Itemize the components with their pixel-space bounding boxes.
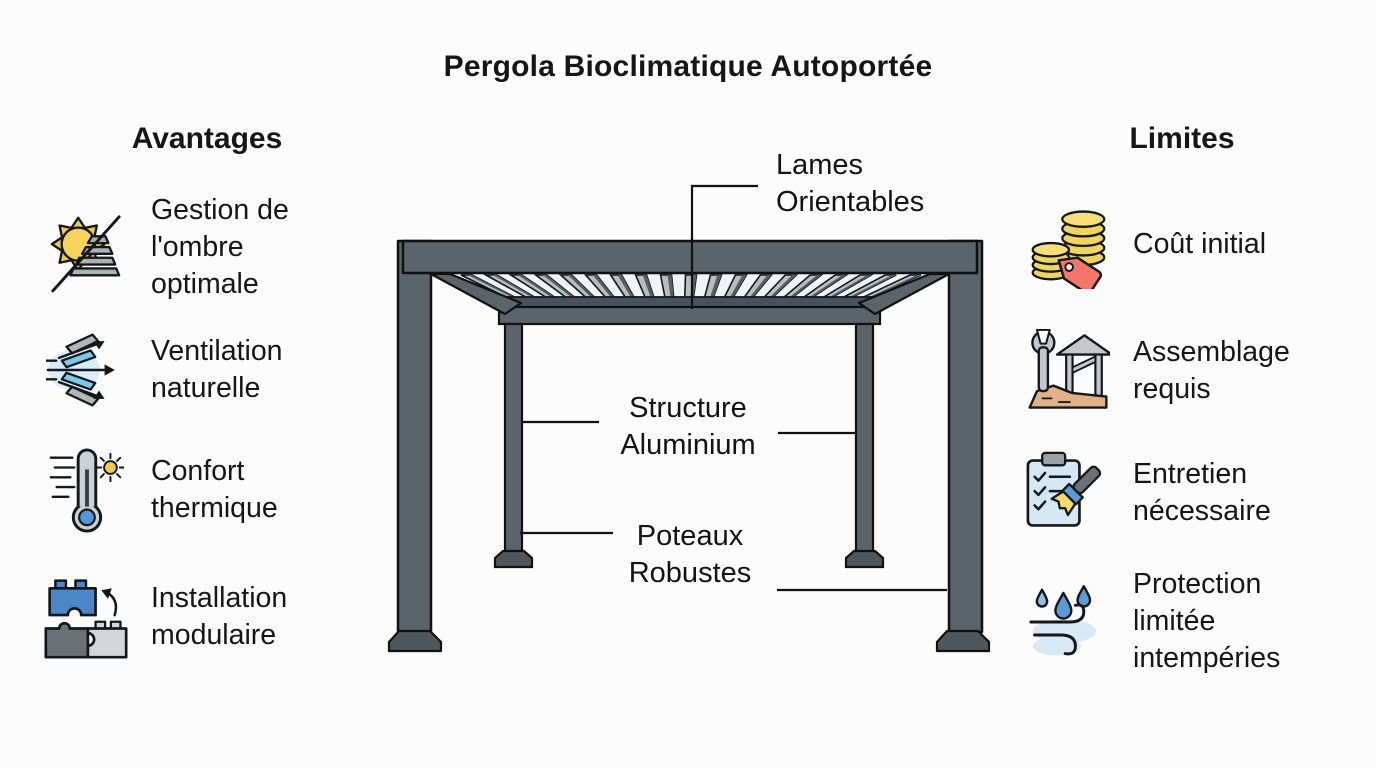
rear-posts xyxy=(493,322,885,569)
rain-wind-icon xyxy=(1024,577,1112,667)
advantage-item-label: Gestion de l'ombre optimale xyxy=(151,194,289,300)
limit-item-weather: Protection limitée intempéries xyxy=(1024,566,1280,677)
front-beam xyxy=(401,239,979,275)
modular-blocks-icon xyxy=(36,573,136,661)
label-structure: Structure xyxy=(629,392,747,424)
ventilation-icon xyxy=(36,329,136,411)
assembly-tools-icon xyxy=(1024,329,1112,413)
rear-beam xyxy=(497,305,882,326)
limit-item-label: Assemblage requis xyxy=(1133,336,1290,405)
right-post-base xyxy=(935,629,991,653)
svg-text:Robustes: Robustes xyxy=(629,557,752,589)
limit-item-label: Entretien nécessaire xyxy=(1133,458,1271,527)
svg-text:Orientables: Orientables xyxy=(776,186,924,218)
lames-leader-line xyxy=(690,184,758,309)
coins-price-tag-icon xyxy=(1024,199,1112,289)
maintenance-brush-icon xyxy=(1024,451,1112,535)
advantage-item-modular: Installation modulaire xyxy=(36,573,287,661)
advantage-item-label: Ventilation naturelle xyxy=(151,335,283,404)
advantage-item-label: Installation modulaire xyxy=(151,582,288,651)
svg-text:Aluminium: Aluminium xyxy=(620,429,755,461)
advantage-item-shade: Gestion de l'ombre optimale xyxy=(36,192,289,303)
leader-lines xyxy=(520,184,947,592)
limits-header: Limites xyxy=(1129,122,1235,155)
advantage-item-comfort: Confort thermique xyxy=(36,446,278,534)
thermometer-sun-icon xyxy=(36,446,136,534)
front-right-post xyxy=(947,239,984,634)
limit-item-label: Coût initial xyxy=(1133,227,1267,260)
page-title: Pergola Bioclimatique Autoportée xyxy=(443,50,933,83)
label-lames: Lames xyxy=(776,149,863,181)
left-post-base xyxy=(387,629,443,653)
advantages-header: Avantages xyxy=(131,122,283,155)
limit-item-maintenance: Entretien nécessaire xyxy=(1024,451,1271,535)
limit-item-label: Protection limitée intempéries xyxy=(1133,568,1281,674)
limit-item-assembly: Assemblage requis xyxy=(1024,329,1290,413)
sun-shade-icon xyxy=(36,200,136,296)
limit-item-cost: Coût initial xyxy=(1024,199,1266,289)
pergola-diagram: Lames Orientables Structure Aluminium Po… xyxy=(387,149,991,653)
advantage-item-label: Confort thermique xyxy=(151,455,278,524)
advantage-item-ventilation: Ventilation naturelle xyxy=(36,329,283,411)
diagram-labels: Lames Orientables Structure Aluminium Po… xyxy=(620,149,924,589)
front-frame xyxy=(387,239,991,653)
label-poteaux: Poteaux xyxy=(637,520,744,552)
front-left-post xyxy=(396,239,433,634)
